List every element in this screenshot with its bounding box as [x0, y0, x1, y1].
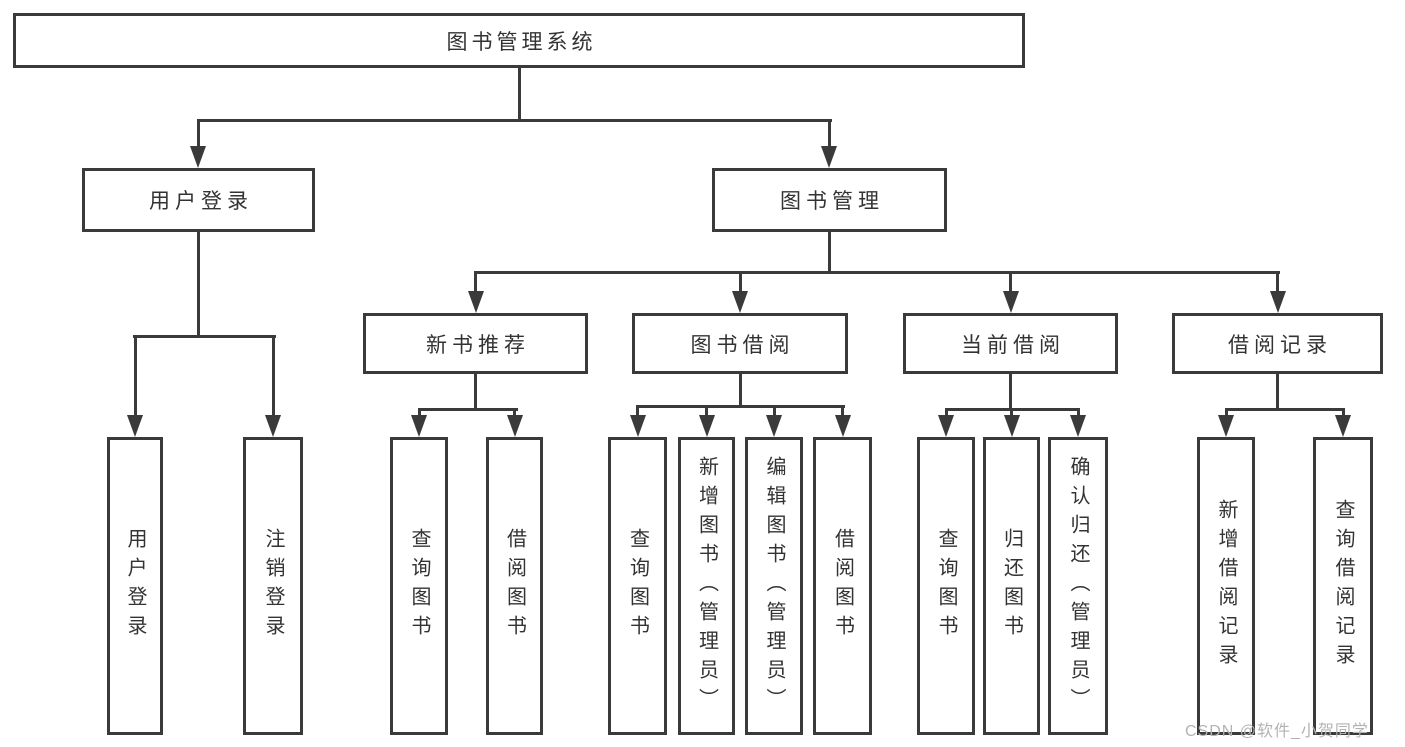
node-label: 当前借阅	[961, 333, 1065, 357]
leaf-user-login: 用户登录	[107, 437, 163, 735]
connector-line	[513, 408, 516, 419]
leaf-query-books-3: 查询图书	[917, 437, 975, 735]
connector-line	[705, 405, 708, 419]
connector-line	[133, 335, 276, 338]
leaf-label: 编辑图书（管理员）	[763, 455, 785, 717]
arrow-down-icon	[698, 415, 715, 437]
node-label: 图书借阅	[690, 333, 795, 357]
leaf-query-books-2: 查询图书	[608, 437, 667, 735]
arrow-down-icon	[1218, 415, 1234, 437]
leaf-query-books-1: 查询图书	[390, 437, 448, 735]
arrow-down-icon	[821, 146, 837, 168]
connector-line	[1076, 408, 1080, 419]
arrow-down-icon	[190, 146, 206, 168]
arrow-down-icon	[1070, 415, 1086, 437]
connector-line	[197, 232, 200, 338]
leaf-label: 查询图书	[935, 528, 957, 644]
node-label: 用户登录	[149, 190, 253, 213]
arrow-down-icon	[938, 415, 954, 437]
connector-line	[1009, 271, 1012, 293]
connector-line	[1224, 408, 1228, 419]
leaf-label: 查询图书	[408, 528, 430, 644]
connector-line	[197, 119, 200, 150]
leaf-label: 确认归还（管理员）	[1067, 455, 1089, 717]
arrow-down-icon	[265, 415, 281, 437]
node-label: 新书推荐	[426, 333, 530, 357]
arrow-down-icon	[766, 415, 782, 437]
node-current-borrowing: 当前借阅	[903, 313, 1118, 374]
connector-line	[772, 405, 776, 419]
csdn-watermark: CSDN @软件_小贺同学	[1185, 723, 1369, 740]
leaf-return-books: 归还图书	[983, 437, 1040, 735]
arrow-down-icon	[629, 415, 646, 437]
connector-line	[738, 374, 742, 408]
leaf-edit-books-admin: 编辑图书（管理员）	[745, 437, 803, 735]
connector-line	[1276, 271, 1279, 293]
node-label: 图书管理系统	[446, 30, 597, 54]
connector-line	[1009, 374, 1012, 411]
connector-line	[474, 271, 1280, 274]
connector-line	[828, 119, 831, 150]
leaf-label: 归还图书	[1000, 528, 1023, 644]
node-borrowing-records: 借阅记录	[1172, 313, 1383, 374]
arrow-down-icon	[127, 415, 143, 437]
connector-line	[474, 374, 477, 410]
arrow-down-icon	[506, 415, 523, 437]
arrow-down-icon	[411, 415, 427, 437]
node-book-management: 图书管理	[712, 168, 947, 232]
leaf-label: 借阅图书	[503, 528, 526, 644]
node-book-borrowing: 图书借阅	[632, 313, 848, 374]
leaf-add-books-admin: 新增图书（管理员）	[678, 437, 735, 735]
leaf-label: 查询借阅记录	[1332, 499, 1354, 673]
arrow-down-icon	[467, 291, 484, 313]
connector-line	[944, 408, 948, 419]
leaf-label: 注销登录	[262, 528, 284, 644]
connector-line	[417, 408, 421, 419]
arrow-down-icon	[1002, 291, 1019, 313]
leaf-label: 查询图书	[626, 528, 649, 644]
connector-line	[1224, 408, 1345, 411]
leaf-label: 用户登录	[124, 528, 146, 644]
leaf-confirm-return-admin: 确认归还（管理员）	[1048, 437, 1108, 735]
connector-line	[271, 335, 275, 417]
leaf-add-borrow-record: 新增借阅记录	[1197, 437, 1255, 735]
node-new-book-recommend: 新书推荐	[363, 313, 588, 374]
node-label: 图书管理	[780, 190, 884, 213]
connector-line	[1341, 408, 1345, 419]
connector-line	[828, 232, 831, 274]
connector-line	[1010, 408, 1013, 419]
connector-line	[417, 408, 518, 411]
leaf-logout: 注销登录	[243, 437, 303, 735]
connector-line	[197, 119, 832, 122]
connector-line	[1276, 374, 1279, 411]
connector-line	[518, 68, 521, 122]
connector-line	[474, 271, 477, 293]
connector-line	[636, 405, 845, 408]
node-user-login: 用户登录	[82, 168, 315, 232]
connector-line	[133, 335, 137, 417]
leaf-label: 新增借阅记录	[1215, 499, 1237, 673]
leaf-label: 新增图书（管理员）	[695, 455, 718, 717]
leaf-borrow-books-2: 借阅图书	[813, 437, 872, 735]
leaf-label: 借阅图书	[831, 528, 854, 644]
leaf-query-borrow-record: 查询借阅记录	[1313, 437, 1373, 735]
connector-line	[636, 405, 639, 419]
node-library-management-system: 图书管理系统	[13, 13, 1025, 68]
arrow-down-icon	[732, 291, 748, 313]
arrow-down-icon	[1335, 415, 1351, 437]
node-label: 借阅记录	[1228, 333, 1332, 357]
arrow-down-icon	[834, 415, 851, 437]
arrow-down-icon	[1003, 415, 1020, 437]
connector-line	[841, 405, 844, 419]
leaf-borrow-books-1: 借阅图书	[486, 437, 543, 735]
connector-line	[738, 271, 742, 293]
arrow-down-icon	[1269, 291, 1286, 313]
